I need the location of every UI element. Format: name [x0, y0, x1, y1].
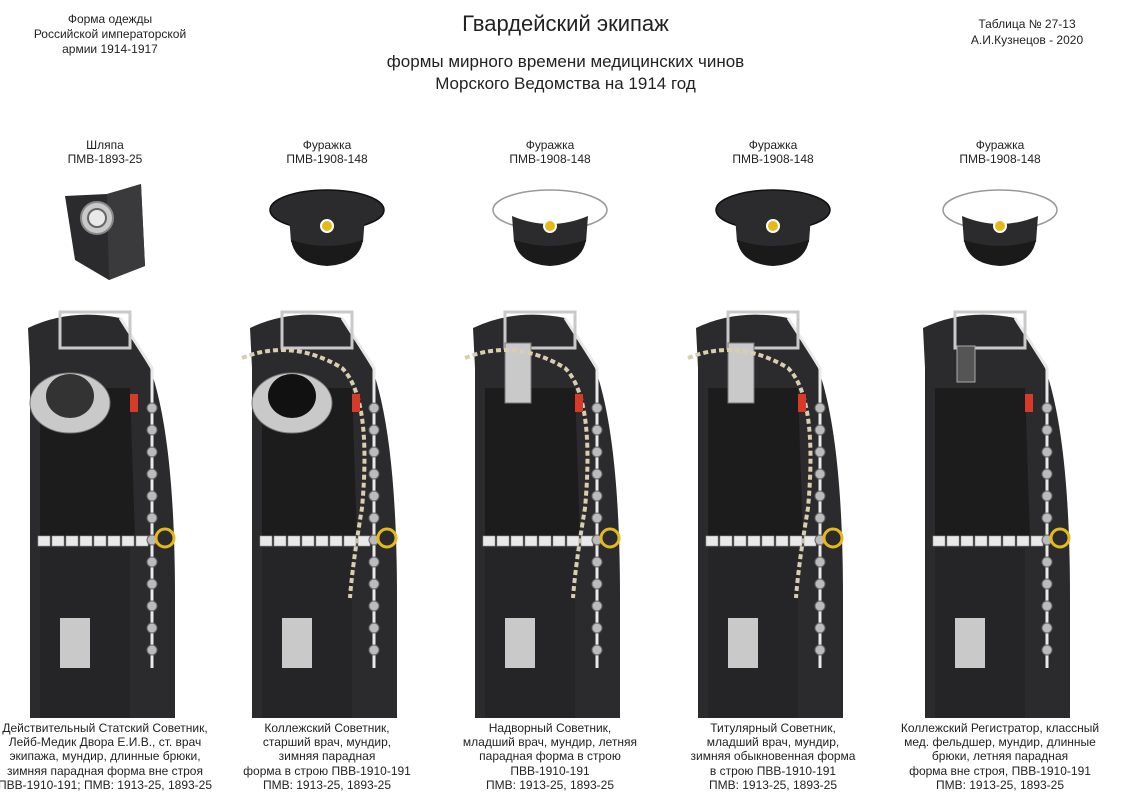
header-left-note: Форма одежды Российской императорской ар… — [30, 12, 190, 57]
figure-caption: Надворный Советник, младший врач, мундир… — [435, 721, 665, 792]
caption-line: зимняя парадная форма вне строя — [7, 763, 203, 778]
headwear-label: Шляпа ПМВ-1893-25 — [0, 138, 210, 166]
uniform-illustration — [445, 308, 655, 718]
caption-line: старший врач, мундир, — [262, 735, 392, 750]
peaked-cap-icon — [269, 189, 385, 266]
header-right-note: Таблица № 27-13 А.И.Кузнецов - 2020 — [947, 16, 1107, 48]
author-line: А.И.Кузнецов - 2020 — [970, 33, 1084, 47]
uniform-illustration — [895, 308, 1105, 718]
headwear-illustration — [45, 176, 165, 286]
headwear-illustration — [267, 176, 387, 286]
caption-line: Действительный Статский Советник, — [2, 721, 208, 735]
caption-line: Надворный Советник, — [488, 721, 612, 735]
uniform-illustration — [222, 308, 432, 718]
caption-line: форма в строю ПВВ-1910-191 — [243, 763, 411, 778]
uniform-illustration — [668, 308, 878, 718]
headwear-name: Шляпа — [86, 138, 124, 152]
headwear-label: Фуражка ПМВ-1908-148 — [895, 138, 1105, 166]
headwear-name: Фуражка — [525, 138, 575, 152]
figure-column-4: Фуражка ПМВ-1908-148 Титулярный Советник… — [668, 138, 878, 792]
table-number: Таблица № 27-13 — [978, 17, 1076, 31]
caption-line: экипажа, мундир, длинные брюки, — [9, 749, 201, 764]
page-subtitle: формы мирного времени медицинских чинов … — [0, 51, 1131, 95]
caption-line: ПВВ-1910-191 — [510, 763, 590, 778]
headwear-code: ПМВ-1908-148 — [959, 152, 1041, 166]
caption-line: ПМВ: 1913-25, 1893-25 — [262, 777, 392, 792]
figure-column-3: Фуражка ПМВ-1908-148 Надворный Советник,… — [445, 138, 655, 792]
subtitle-line: формы мирного времени медицинских чинов — [386, 52, 745, 71]
page-title: Гвардейский экипаж — [462, 11, 669, 36]
figure-caption: Коллежский Советник, старший врач, мунди… — [212, 721, 442, 792]
headwear-name: Фуражка — [975, 138, 1025, 152]
caption-line: ПМВ: 1913-25, 1893-25 — [935, 777, 1065, 792]
headwear-label: Фуражка ПМВ-1908-148 — [668, 138, 878, 166]
figure-column-5: Фуражка ПМВ-1908-148 Коллежский Регистра… — [895, 138, 1105, 792]
headwear-code: ПМВ-1908-148 — [732, 152, 814, 166]
figure-caption: Коллежский Регистратор, классный мед. фе… — [885, 721, 1115, 792]
header-left-line: Форма одежды — [67, 12, 153, 26]
header-left-line: армии 1914-1917 — [62, 42, 158, 56]
tunic-icon — [464, 310, 621, 718]
headwear-name: Фуражка — [748, 138, 798, 152]
caption-line: Коллежский Советник, — [264, 721, 390, 735]
figure-caption: Действительный Статский Советник, Лейб-М… — [0, 721, 220, 792]
headwear-name: Фуражка — [302, 138, 352, 152]
tunic-icon — [687, 310, 844, 718]
caption-line: Лейб-Медик Двора Е.И.В., ст. врач — [8, 735, 202, 750]
headwear-illustration — [490, 176, 610, 286]
caption-line: ПВВ-1910-191; ПМВ: 1913-25, 1893-25 — [0, 777, 213, 792]
headwear-code: ПМВ-1893-25 — [67, 152, 143, 166]
tunic-icon — [241, 310, 398, 718]
uniform-illustration — [0, 308, 210, 718]
tunic-icon — [923, 310, 1071, 718]
headwear-illustration — [940, 176, 1060, 286]
headwear-label: Фуражка ПМВ-1908-148 — [445, 138, 655, 166]
caption-line: в строю ПВВ-1910-191 — [709, 763, 837, 778]
caption-line: Коллежский Регистратор, классный — [900, 721, 1100, 735]
peaked-cap-icon — [492, 189, 608, 266]
headwear-illustration — [713, 176, 833, 286]
peaked-cap-icon — [715, 189, 831, 266]
caption-line: Титулярный Советник, — [710, 721, 836, 735]
headwear-code: ПМВ-1908-148 — [286, 152, 368, 166]
figure-column-2: Фуражка ПМВ-1908-148 Коллежский Советник… — [222, 138, 432, 792]
figure-column-1: Шляпа ПМВ-1893-25 Действительный Статски… — [0, 138, 212, 792]
caption-line: форма вне строя, ПВВ-1910-191 — [909, 763, 1091, 778]
caption-line: парадная форма в строю — [479, 749, 621, 764]
figure-caption: Титулярный Советник, младший врач, мунди… — [658, 721, 888, 792]
caption-line: ПМВ: 1913-25, 1893-25 — [708, 777, 838, 792]
header-left-line: Российской императорской — [33, 27, 187, 41]
subtitle-line: Морского Ведомства на 1914 год — [435, 74, 696, 93]
caption-line: зимняя парадная — [278, 749, 376, 764]
headwear-label: Фуражка ПМВ-1908-148 — [222, 138, 432, 166]
caption-line: мед. фельдшер, мундир, длинные — [904, 735, 1096, 750]
bicorne-hat-icon — [65, 184, 145, 280]
caption-line: брюки, летняя парадная — [931, 749, 1069, 764]
caption-line: ПМВ: 1913-25, 1893-25 — [485, 777, 615, 792]
caption-line: зимняя обыкновенная форма — [690, 749, 856, 764]
caption-line: младший врач, мундир, летняя — [462, 735, 638, 750]
peaked-cap-icon — [942, 189, 1058, 266]
headwear-code: ПМВ-1908-148 — [509, 152, 591, 166]
tunic-icon — [28, 310, 176, 718]
caption-line: младший врач, мундир, — [706, 735, 840, 750]
